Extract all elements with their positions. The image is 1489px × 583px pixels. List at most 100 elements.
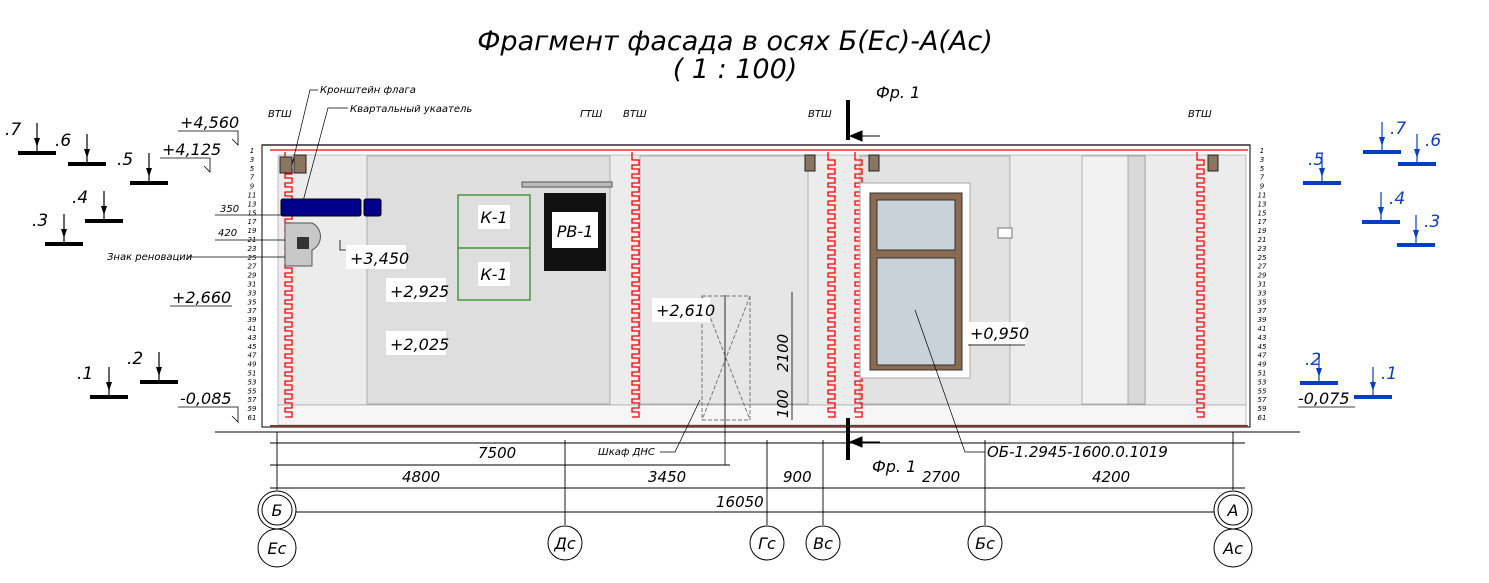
k1-bottom-label: К-1: [480, 265, 507, 284]
row-number: 57: [248, 396, 257, 404]
elevation-marker: [140, 380, 178, 384]
elevation-marker: [90, 395, 128, 399]
elevation-marker-label: .7: [5, 120, 21, 140]
row-number: 39: [1258, 316, 1267, 324]
row-number: 29: [1258, 272, 1267, 280]
row-number: 15: [248, 209, 257, 217]
row-number: 41: [1258, 325, 1267, 333]
elevation-marker-label: .2: [127, 349, 143, 369]
dim-900: 900: [783, 468, 812, 486]
elevation-marker-label: .5: [1308, 150, 1324, 170]
dim-16050: 16050: [716, 493, 764, 511]
elevation-marker-label: .5: [117, 150, 133, 170]
row-number: 23: [1258, 245, 1267, 253]
k1-elements: [457, 194, 531, 301]
row-number: 29: [248, 272, 257, 280]
level-2025: +2,025: [390, 335, 449, 354]
facade-body: [215, 144, 1300, 433]
window-code-label: ОБ-1.2945-1600.0.1019: [987, 443, 1168, 461]
level-minus-0085: -0,085: [180, 389, 232, 408]
rv1-label: РВ-1: [557, 222, 594, 241]
dim-2700: 2700: [922, 468, 960, 486]
drain-label: ГТШ: [580, 109, 603, 120]
row-number: 33: [248, 289, 257, 297]
row-number: 51: [1258, 370, 1267, 378]
dim-4200: 4200: [1092, 468, 1130, 486]
row-number: 37: [248, 307, 257, 315]
row-number: 9: [250, 183, 255, 191]
k1-top-label: К-1: [480, 208, 507, 227]
row-number: 47: [248, 352, 257, 360]
level-2925: +2,925: [390, 282, 449, 301]
row-number: 35: [248, 298, 257, 306]
window: [859, 182, 971, 379]
row-numbers-right: 1357911131517192123252729313335373941434…: [1258, 147, 1267, 422]
row-number: 55: [248, 387, 257, 395]
elevation-marker-label: .6: [1425, 131, 1441, 151]
axis-a: А: [1227, 501, 1239, 520]
row-number: 43: [248, 334, 257, 342]
level-0950: +0,950: [970, 324, 1029, 343]
row-number: 53: [1258, 378, 1267, 386]
row-number: 41: [248, 325, 257, 333]
row-number: 21: [1258, 236, 1267, 244]
row-number: 45: [1258, 343, 1267, 351]
elevation-marker: [1300, 381, 1338, 385]
axis-b: Б: [272, 501, 283, 520]
row-number: 13: [1258, 200, 1267, 208]
row-number: 37: [1258, 307, 1267, 315]
elevation-marker-label: .3: [1424, 212, 1440, 232]
elevation-marker: [1398, 162, 1436, 166]
dim-3450: 3450: [648, 468, 686, 486]
drain-pipe: [631, 152, 640, 418]
row-number: 45: [248, 343, 257, 351]
row-number: 35: [1258, 298, 1267, 306]
axis-bs: Бс: [975, 534, 995, 553]
elevation-marker: [1354, 395, 1392, 399]
elevation-markers: .7.6.5.4.3.2.1.7.6.5.4.3.2.1: [5, 119, 1441, 399]
row-number: 13: [248, 200, 257, 208]
elevation-marker-label: .3: [32, 211, 48, 231]
row-number: 47: [1258, 352, 1267, 360]
row-number: 59: [1258, 405, 1267, 413]
elevation-marker-label: .4: [1389, 189, 1405, 209]
elevation-marker-label: .7: [1390, 119, 1406, 139]
level-minus-0075: -0,075: [1298, 389, 1350, 408]
row-number: 53: [248, 378, 257, 386]
row-number: 49: [248, 361, 257, 369]
axis-gs: Гс: [758, 534, 776, 553]
elevation-marker: [85, 219, 123, 223]
elevation-marker: [1303, 181, 1341, 185]
row-number: 19: [1258, 227, 1267, 235]
row-number: 27: [1258, 263, 1267, 271]
elevation-marker: [1363, 150, 1401, 154]
drawing-scale: ( 1 : 100): [673, 54, 798, 85]
row-number: 31: [248, 281, 257, 289]
row-number: 57: [1258, 396, 1267, 404]
row-number: 61: [1258, 414, 1267, 422]
row-number: 27: [248, 263, 257, 271]
house-number-sign: [363, 198, 382, 217]
drain-label: ВТШ: [268, 109, 292, 120]
row-number: 17: [248, 218, 257, 226]
row-number: 43: [1258, 334, 1267, 342]
section-mark-top: Фр. 1: [876, 83, 920, 102]
row-number: 23: [248, 245, 257, 253]
level-3450: +3,450: [350, 249, 409, 268]
level-2610: +2,610: [656, 301, 715, 320]
drain-label: ВТШ: [623, 109, 647, 120]
drawing-title: Фрагмент фасада в осях Б(Ес)-А(Ас): [477, 26, 993, 57]
flag-bracket-label: Кронштейн флага: [320, 85, 416, 96]
row-number: 1: [250, 147, 254, 155]
level-4125: +4,125: [162, 140, 221, 159]
row-number: 7: [1260, 174, 1265, 182]
drain-pipe: [827, 152, 836, 418]
row-number: 5: [1260, 165, 1265, 173]
dim-100: 100: [774, 389, 792, 418]
elevation-marker-label: .2: [1305, 350, 1321, 370]
elevation-marker-label: .4: [72, 188, 88, 208]
row-number: 3: [1260, 156, 1264, 164]
block-sign-label: Квартальный укаатель: [350, 104, 472, 115]
axis-es: Ес: [268, 539, 287, 558]
